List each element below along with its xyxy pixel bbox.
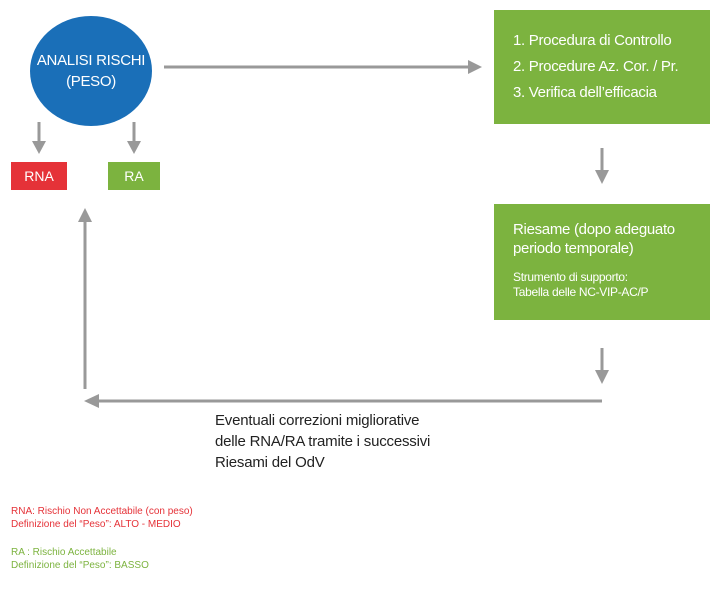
caption-line: delle RNA/RA tramite i successivi bbox=[215, 433, 431, 450]
review-box: Riesame (dopo adeguato periodo temporale… bbox=[494, 204, 710, 320]
procedure-item: 2. Procedure Az. Cor. / Pr. bbox=[513, 58, 679, 75]
rna-tag: RNA bbox=[11, 162, 67, 190]
procedures-box: 1. Procedura di Controllo 2. Procedure A… bbox=[494, 10, 710, 124]
caption-line: Eventuali correzioni migliorative bbox=[215, 412, 420, 429]
review-title-line: periodo temporale) bbox=[513, 240, 634, 257]
arrow-head-circle-to-rna bbox=[32, 141, 46, 154]
legend-rna: RNA: Rischio Non Accettabile (con peso) … bbox=[11, 505, 193, 531]
legend-ra-line: RA : Rischio Accettabile bbox=[11, 547, 117, 558]
arrow-head-circle-to-ra bbox=[127, 141, 141, 154]
arrow-head-review-down bbox=[595, 370, 609, 384]
legend-rna-line: RNA: Rischio Non Accettabile (con peso) bbox=[11, 506, 193, 517]
review-support-line: Tabella delle NC-VIP-AC/P bbox=[513, 285, 649, 299]
review-support-tool: Strumento di supporto: Tabella delle NC-… bbox=[513, 270, 698, 300]
ra-tag: RA bbox=[108, 162, 160, 190]
ra-tag-label: RA bbox=[124, 168, 144, 184]
arrow-head-circle-to-procedures bbox=[468, 60, 482, 74]
legend-ra: RA : Rischio Accettabile Definizione del… bbox=[11, 546, 149, 572]
legend-rna-line: Definizione del “Peso”: ALTO - MEDIO bbox=[11, 519, 181, 530]
corrections-caption: Eventuali correzioni migliorative delle … bbox=[215, 410, 505, 473]
circle-title: ANALISI RISCHI bbox=[36, 52, 146, 69]
legend-ra-line: Definizione del “Peso”: BASSO bbox=[11, 560, 149, 571]
procedure-item: 3. Verifica dell’efficacia bbox=[513, 84, 657, 101]
rna-tag-label: RNA bbox=[24, 168, 54, 184]
review-title: Riesame (dopo adeguato periodo temporale… bbox=[513, 220, 698, 258]
arrow-head-procedures-to-review bbox=[595, 170, 609, 184]
review-title-line: Riesame (dopo adeguato bbox=[513, 221, 675, 238]
circle-subtitle: (PESO) bbox=[66, 73, 116, 90]
review-support-line: Strumento di supporto: bbox=[513, 270, 628, 284]
caption-line: Riesami del OdV bbox=[215, 454, 325, 471]
risk-analysis-circle: ANALISI RISCHI (PESO) bbox=[30, 16, 152, 126]
procedure-item: 1. Procedura di Controllo bbox=[513, 32, 672, 49]
arrow-head-return-vertical bbox=[78, 208, 92, 222]
arrow-head-return-horizontal bbox=[84, 394, 99, 408]
